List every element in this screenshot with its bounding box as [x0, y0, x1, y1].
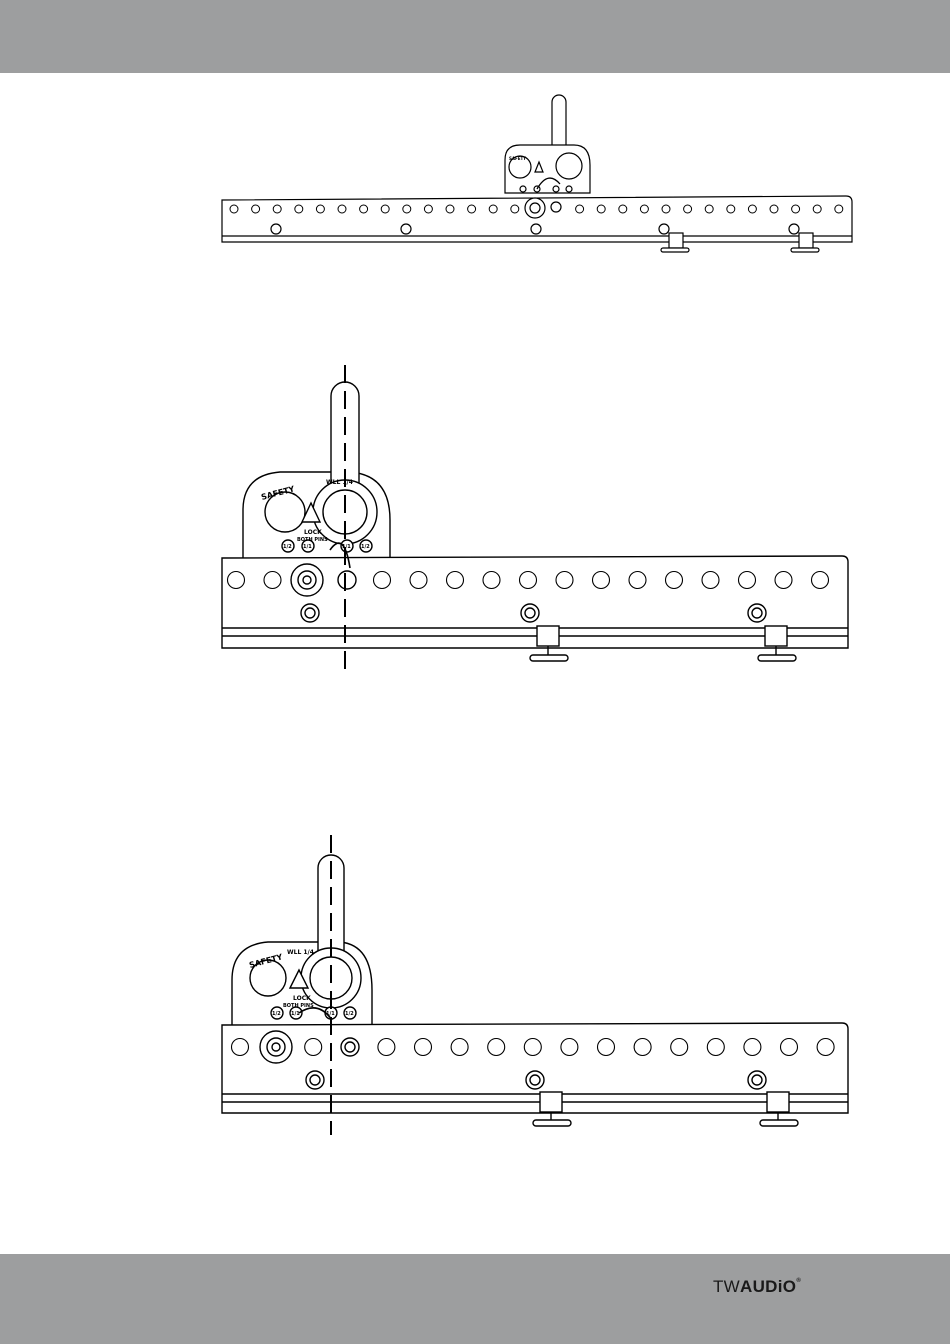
adjustment-hole: [410, 572, 427, 589]
adjustment-hole: [524, 1039, 541, 1056]
registered-mark: ®: [796, 1278, 801, 1284]
adjustment-hole: [561, 1039, 578, 1056]
logo-part-2: AUDiO: [740, 1277, 796, 1296]
pin-angle-label: 1/1: [303, 544, 312, 550]
adjustment-hole: [684, 205, 692, 213]
adjustment-hole: [593, 572, 610, 589]
adjustment-hole: [707, 1039, 724, 1056]
adjustment-hole: [817, 1039, 834, 1056]
adjustment-hole: [702, 572, 719, 589]
wll-label: WLL 1/4: [326, 479, 353, 486]
adjustment-hole: [468, 205, 476, 213]
wll-label: WLL 1/4: [287, 949, 314, 956]
adjustment-hole: [252, 205, 260, 213]
adjustment-hole: [671, 1039, 688, 1056]
pin-angle-label: 1/1: [342, 544, 351, 550]
adjustment-hole: [403, 205, 411, 213]
flybar-detail-diagram-2: SAFETY WLL 1/4 LOCK BOTH PINS 1/2 1/1 1/…: [0, 830, 950, 1140]
adjustment-hole: [666, 572, 683, 589]
pin-angle-label: 1/1: [326, 1011, 335, 1017]
header-band: [0, 0, 950, 73]
adjustment-hole: [727, 205, 735, 213]
adjustment-hole: [619, 205, 627, 213]
pin-angle-label: 1/2: [361, 544, 370, 550]
pin-angle-label: 1/2: [345, 1011, 354, 1017]
adjustment-hole: [264, 572, 281, 589]
adjustment-hole: [748, 205, 756, 213]
adjustment-hole: [511, 205, 519, 213]
adjustment-hole: [360, 205, 368, 213]
flybar-detail-diagram-1: SAFETY WLL 1/4 LOCK BOTH PINS 1/2 1/1 1/…: [0, 360, 950, 680]
both-pins-label: BOTH PINS: [283, 1003, 314, 1009]
adjustment-hole: [316, 205, 324, 213]
adjustment-hole: [273, 205, 281, 213]
safety-label-small: SAFETY: [509, 156, 526, 161]
adjustment-hole: [446, 205, 454, 213]
adjustment-hole: [662, 205, 670, 213]
adjustment-hole: [640, 205, 648, 213]
adjustment-hole: [228, 572, 245, 589]
pin-angle-label: 1/2: [283, 544, 292, 550]
adjustment-hole: [415, 1039, 432, 1056]
adjustment-hole: [232, 1039, 249, 1056]
pin-angle-label: 1/1: [291, 1011, 300, 1017]
adjustment-hole: [634, 1039, 651, 1056]
adjustment-hole: [381, 205, 389, 213]
adjustment-hole: [520, 572, 537, 589]
footer-band: [0, 1254, 950, 1344]
adjustment-hole: [489, 205, 497, 213]
adjustment-hole: [424, 205, 432, 213]
adjustment-hole: [792, 205, 800, 213]
adjustment-hole: [835, 205, 843, 213]
adjustment-hole: [739, 572, 756, 589]
flybar-beam: [222, 1023, 848, 1113]
adjustment-hole: [781, 1039, 798, 1056]
adjustment-hole: [813, 205, 821, 213]
flybar-overview-diagram: SAFETY: [0, 90, 950, 280]
adjustment-hole: [556, 572, 573, 589]
adjustment-hole: [744, 1039, 761, 1056]
pin-angle-label: 1/2: [272, 1011, 281, 1017]
adjustment-hole: [447, 572, 464, 589]
adjustment-hole: [812, 572, 829, 589]
adjustment-hole: [775, 572, 792, 589]
adjustment-hole: [295, 205, 303, 213]
adjustment-hole: [488, 1039, 505, 1056]
adjustment-hole: [705, 205, 713, 213]
both-pins-label: BOTH PINS: [297, 537, 328, 543]
adjustment-hole: [597, 205, 605, 213]
adjustment-hole: [770, 205, 778, 213]
logo-part-1: TW: [713, 1277, 740, 1296]
twaudio-logo: TWAUDiO®: [713, 1277, 801, 1297]
adjustment-hole: [338, 205, 346, 213]
lock-label: LOCK: [293, 995, 311, 1002]
adjustment-hole: [576, 205, 584, 213]
lock-label: LOCK: [304, 529, 322, 536]
adjustment-hole: [230, 205, 238, 213]
adjustment-hole: [305, 1039, 322, 1056]
adjustment-hole: [629, 572, 646, 589]
adjustment-hole: [451, 1039, 468, 1056]
adjustment-hole: [374, 572, 391, 589]
adjustment-hole: [378, 1039, 395, 1056]
adjustment-hole: [483, 572, 500, 589]
adjustment-hole: [598, 1039, 615, 1056]
